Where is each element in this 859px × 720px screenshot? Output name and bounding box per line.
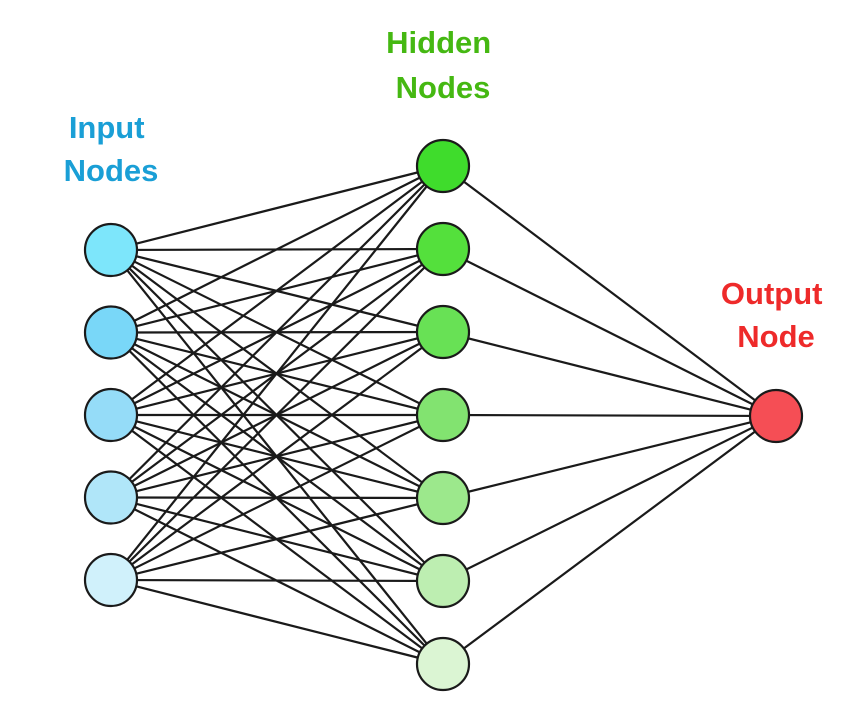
- hidden-label-line-1: Hidden: [386, 25, 491, 60]
- output-label: Output Node: [721, 276, 831, 354]
- edge-input-5-hidden-3: [110, 331, 444, 581]
- hidden-node-2: [415, 221, 471, 277]
- edge-hidden-3-output-1: [442, 330, 777, 418]
- hidden-node-5: [415, 470, 471, 526]
- edge-input-5-hidden-2: [110, 248, 444, 581]
- edge-hidden-7-output-1: [442, 415, 777, 665]
- input-node-5: [83, 552, 139, 608]
- input-node-2: [83, 305, 139, 360]
- edge-hidden-1-output-1: [442, 165, 777, 417]
- nodes: [83, 138, 804, 692]
- edge-input-4-hidden-1: [110, 165, 444, 499]
- edge-input-5-hidden-1: [110, 165, 444, 581]
- edge-input-2-hidden-1: [110, 165, 444, 334]
- input-node-3: [83, 387, 139, 443]
- input-label-line-2: Nodes: [64, 153, 159, 188]
- edge-input-5-hidden-4: [110, 414, 444, 581]
- edge-input-1-hidden-1: [110, 164, 444, 252]
- edge-input-5-hidden-6: [110, 578, 444, 583]
- input-node-1: [83, 222, 139, 278]
- input-node-4: [83, 470, 139, 525]
- hidden-node-1: [415, 138, 471, 194]
- edge-hidden-6-output-1: [442, 415, 777, 582]
- hidden-node-3: [415, 304, 471, 360]
- hidden-node-6: [415, 553, 471, 609]
- input-label: Input Nodes: [64, 110, 159, 188]
- hidden-node-7: [415, 636, 471, 692]
- hidden-label: Hidden Nodes: [386, 25, 500, 105]
- edge-input-3-hidden-1: [110, 165, 444, 416]
- edge-hidden-5-output-1: [442, 414, 777, 500]
- hidden-node-4: [415, 387, 471, 443]
- output-label-line-1: Output: [721, 276, 823, 311]
- output-label-line-2: Node: [737, 319, 815, 354]
- input-label-line-1: Input: [69, 110, 145, 145]
- edge-input-5-hidden-5: [110, 496, 444, 582]
- output-node-1: [748, 388, 804, 444]
- edge-hidden-2-output-1: [442, 248, 777, 417]
- hidden-label-line-2: Nodes: [396, 70, 491, 105]
- edge-input-5-hidden-7: [110, 578, 444, 666]
- connections: [110, 164, 777, 666]
- edge-hidden-4-output-1: [442, 413, 777, 418]
